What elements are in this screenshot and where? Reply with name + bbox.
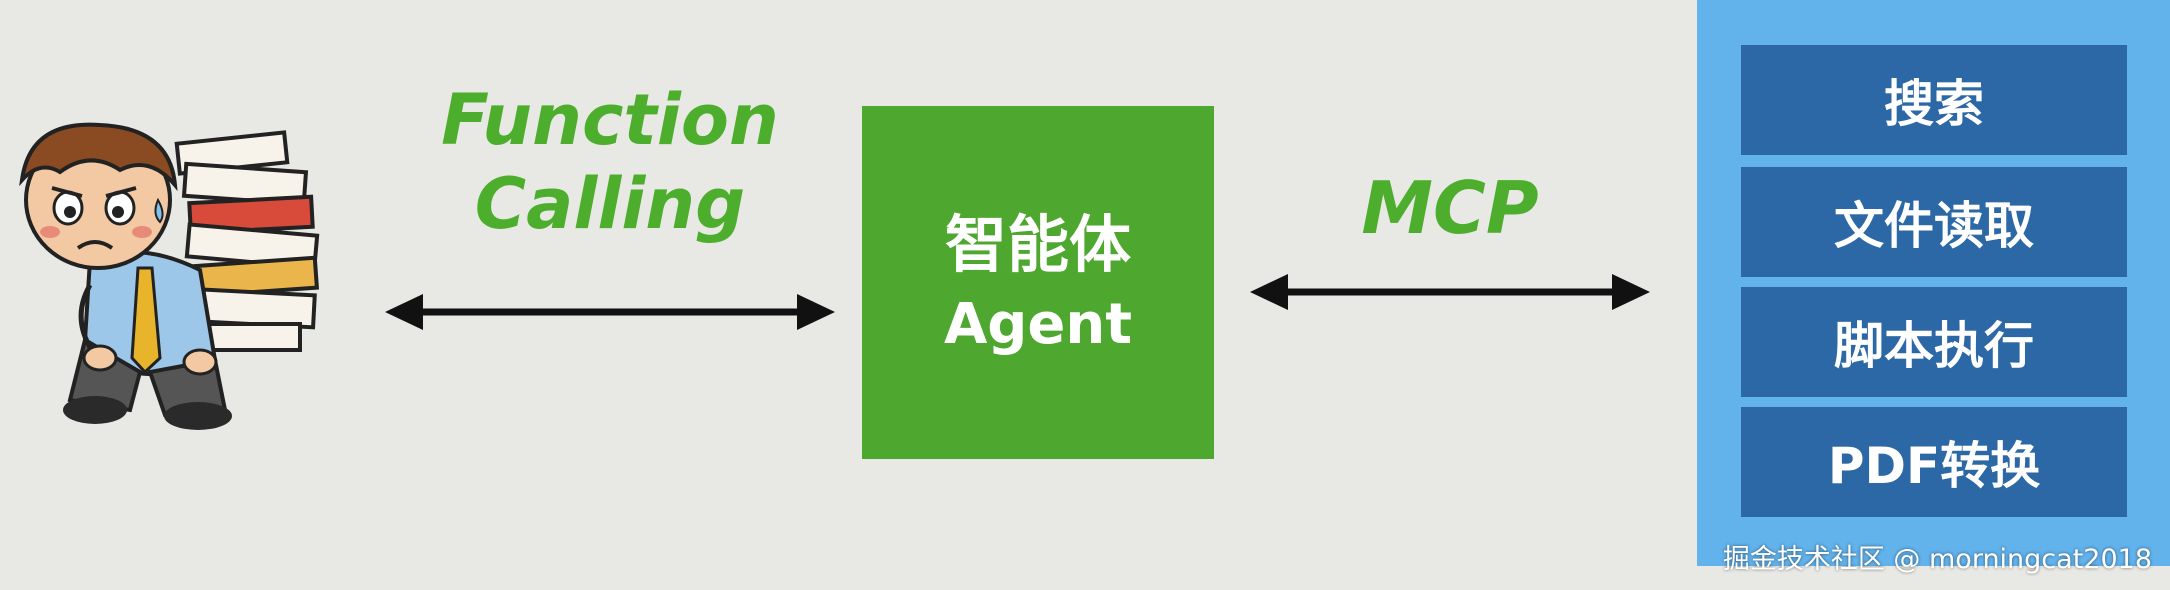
- bidirectional-arrow-right: [1250, 274, 1650, 310]
- worker-body: [63, 250, 232, 430]
- bidirectional-arrow-left: [385, 294, 835, 330]
- agent-box: 智能体 Agent: [862, 106, 1214, 459]
- stressed-worker-icon: [19, 122, 320, 430]
- tools-panel: 搜索 文件读取 脚本执行 PDF转换: [1697, 0, 2170, 566]
- mcp-label: MCP: [1361, 166, 1539, 250]
- worker-head: [19, 122, 178, 270]
- function-calling-line-1: Function: [441, 79, 779, 161]
- tool-pdf-convert: PDF转换: [1741, 407, 2127, 517]
- watermark: 掘金技术社区 @ morningcat2018: [1722, 544, 2152, 575]
- tool-search: 搜索: [1741, 45, 2127, 155]
- tool-script-exec: 脚本执行: [1741, 287, 2127, 397]
- function-calling-label: Function Calling: [420, 78, 800, 246]
- agent-subtitle: Agent: [943, 291, 1133, 357]
- agent-title: 智能体: [944, 207, 1131, 281]
- tool-file-read: 文件读取: [1741, 167, 2127, 277]
- function-calling-line-2: Calling: [474, 163, 746, 245]
